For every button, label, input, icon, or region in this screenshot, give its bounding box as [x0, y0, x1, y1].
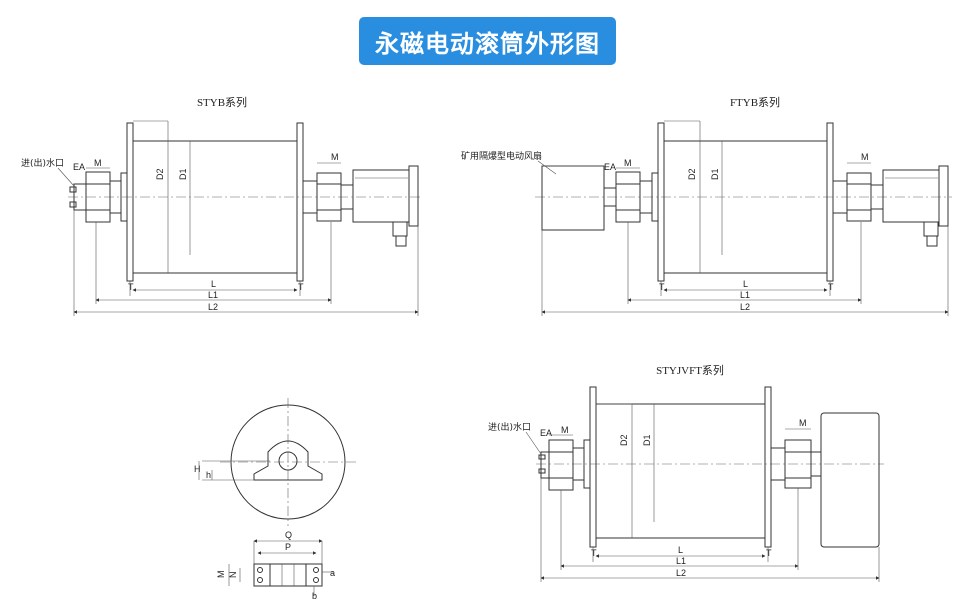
- dim-b: b: [312, 591, 317, 601]
- right-flange: [296, 122, 304, 282]
- styb-inlet-label: 进(出)水口: [21, 157, 64, 169]
- dim-h-upper: H: [194, 464, 201, 474]
- styjvft-motor: [820, 412, 880, 548]
- dim-ea: EA: [73, 162, 85, 172]
- ftyb-dim-ea: EA: [604, 162, 616, 172]
- dim-m-right: M: [331, 152, 339, 162]
- styjvft-dim-m-right: M: [799, 418, 807, 428]
- ftyb-dim-t-left: T: [659, 282, 665, 292]
- ftyb-dim-t-right: T: [828, 282, 834, 292]
- dim-d2: D2: [155, 168, 165, 180]
- dim-h-lower: h: [206, 470, 211, 480]
- dim-d1: D1: [178, 168, 188, 180]
- ftyb-dim-l1: L1: [740, 290, 750, 300]
- ftyb-dim-d1: D1: [710, 168, 720, 180]
- styjvft-dim-t-left: T: [591, 548, 597, 558]
- base-plate: [253, 563, 323, 587]
- styjvft-dim-m: M: [561, 425, 569, 435]
- ftyb-dim-d2: D2: [687, 168, 697, 180]
- ftyb-dim-m-right: M: [861, 152, 869, 162]
- styjvft-dim-l1: L1: [676, 556, 686, 566]
- styjvft-dim-d2: D2: [619, 434, 629, 446]
- page-title: 永磁电动滚筒外形图: [359, 17, 616, 65]
- left-flange: [126, 122, 134, 282]
- dim-a: a: [330, 568, 335, 578]
- ftyb-dim-m: M: [624, 158, 632, 168]
- styjvft-dim-ea: EA: [540, 428, 552, 438]
- styb-view: STYB系列 D2 D1 EA M 进(出)水口 M: [21, 95, 420, 316]
- dim-l2: L2: [208, 302, 218, 312]
- styjvft-left-bearing: [548, 439, 574, 491]
- dim-t-left: T: [128, 282, 134, 292]
- bearing-housing: [253, 440, 323, 481]
- dim-t-right: T: [298, 282, 304, 292]
- ftyb-dim-l: L: [743, 279, 748, 289]
- dim-q: Q: [285, 530, 292, 540]
- dim-l: L: [211, 279, 216, 289]
- ftyb-drum-shell: [663, 140, 828, 274]
- dim-n: N: [228, 572, 238, 579]
- styjvft-dim-l2: L2: [676, 568, 686, 578]
- ftyb-dim-l2: L2: [740, 302, 750, 312]
- end-view: H h: [194, 398, 356, 526]
- ftyb-fan-label: 矿用隔爆型电动风扇: [461, 150, 542, 162]
- ftyb-caption: FTYB系列: [730, 95, 780, 109]
- styjvft-dim-t-right: T: [766, 548, 772, 558]
- dim-m: M: [94, 158, 102, 168]
- styjvft-inlet-label: 进(出)水口: [488, 421, 531, 433]
- explosion-proof-fan: [541, 165, 605, 231]
- styjvft-caption: STYJVFT系列: [656, 363, 724, 377]
- styjvft-dim-l: L: [678, 545, 683, 555]
- ftyb-view: FTYB系列 矿用隔爆型电动风扇 EA M D2 D1 M T: [461, 95, 952, 316]
- styjvft-dim-d1: D1: [642, 434, 652, 446]
- styjvft-view: STYJVFT系列 D2 D1 EA M 进(出)水口 M T T L: [488, 363, 884, 582]
- dim-p: P: [285, 542, 291, 552]
- styjvft-drum-shell: [595, 403, 766, 539]
- dim-m-base: M: [216, 571, 226, 579]
- dim-l1: L1: [208, 290, 218, 300]
- drum-shell: [132, 140, 298, 274]
- styb-caption: STYB系列: [197, 95, 247, 109]
- base-plan-view: Q P M N a b: [216, 530, 335, 601]
